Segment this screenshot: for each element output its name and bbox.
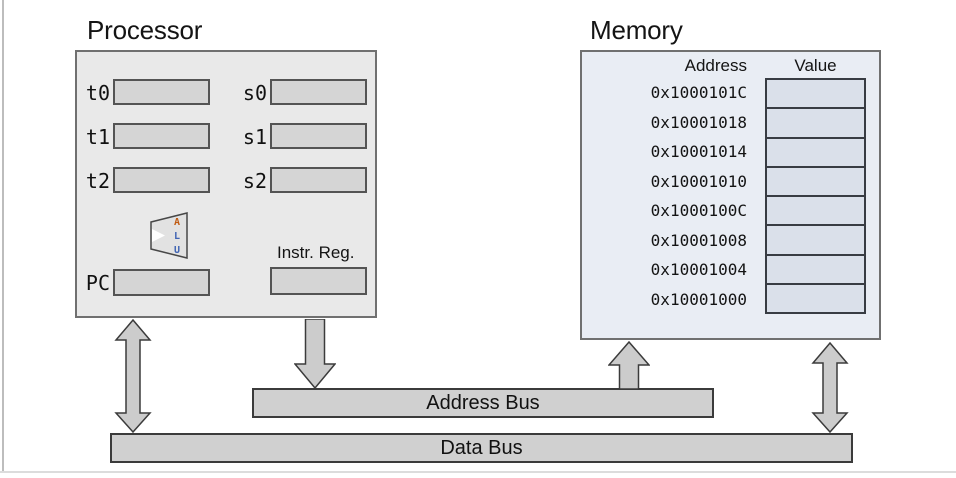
slide-bottom-edge-line: [0, 471, 956, 473]
register-box-t1: [113, 123, 210, 149]
memory-address: 0x10001010: [650, 171, 747, 191]
memory-value-cell: [767, 285, 864, 314]
alu-letter-u: U: [174, 245, 180, 256]
register-label-t0: t0: [85, 81, 110, 105]
memory-value-cell: [767, 197, 864, 227]
memory-value-cell: [767, 80, 864, 110]
memory-value-cell: [767, 139, 864, 168]
processor-addressbus-down-arrow: [294, 319, 336, 389]
alu-letter-a: A: [174, 217, 180, 228]
pc-register-box: [113, 269, 210, 296]
memory-value-column: [765, 78, 866, 314]
register-label-s0: s0: [242, 81, 267, 105]
alu-letter-l: L: [174, 231, 180, 242]
alu-icon: A L U: [150, 212, 188, 259]
memory-databus-bidirectional-arrow: [811, 342, 849, 434]
address-bus-label: Address Bus: [426, 391, 540, 414]
memory-address: 0x10001004: [650, 260, 747, 279]
register-box-s1: [270, 123, 367, 149]
register-box-t0: [113, 79, 210, 105]
processor-title: Processor: [87, 15, 203, 45]
register-box-t2: [113, 167, 210, 193]
register-label-t1: t1: [85, 125, 110, 149]
memory-address-column: 0x1000101C 0x10001018 0x10001014 0x10001…: [587, 78, 747, 314]
slide-left-edge-line: [2, 0, 4, 471]
memory-value-cell: [767, 256, 864, 285]
memory-address: 0x10001008: [650, 230, 747, 250]
register-label-s1: s1: [242, 125, 267, 149]
memory-address: 0x1000100C: [650, 201, 747, 220]
pc-label: PC: [85, 271, 110, 295]
memory-address: 0x1000101C: [650, 83, 747, 102]
data-bus: Data Bus: [110, 433, 853, 463]
processor-databus-bidirectional-arrow: [114, 319, 152, 434]
register-box-s2: [270, 167, 367, 193]
register-label-t2: t2: [85, 169, 110, 193]
data-bus-label: Data Bus: [440, 436, 523, 459]
memory-value-cell: [767, 168, 864, 197]
memory-value-cell: [767, 109, 864, 139]
register-label-s2: s2: [242, 169, 267, 193]
address-bus: Address Bus: [252, 388, 714, 418]
instruction-register-box: [270, 267, 367, 295]
memory-address-header: Address: [684, 56, 747, 75]
memory-address: 0x10001014: [650, 142, 747, 161]
memory-address: 0x10001018: [650, 112, 747, 132]
instruction-register-label: Instr. Reg.: [277, 243, 355, 262]
memory-value-cell: [767, 226, 864, 256]
addressbus-memory-up-arrow: [608, 341, 650, 389]
memory-title: Memory: [590, 15, 683, 45]
memory-value-header: Value: [794, 56, 837, 75]
memory-address: 0x10001000: [650, 289, 747, 309]
register-box-s0: [270, 79, 367, 105]
